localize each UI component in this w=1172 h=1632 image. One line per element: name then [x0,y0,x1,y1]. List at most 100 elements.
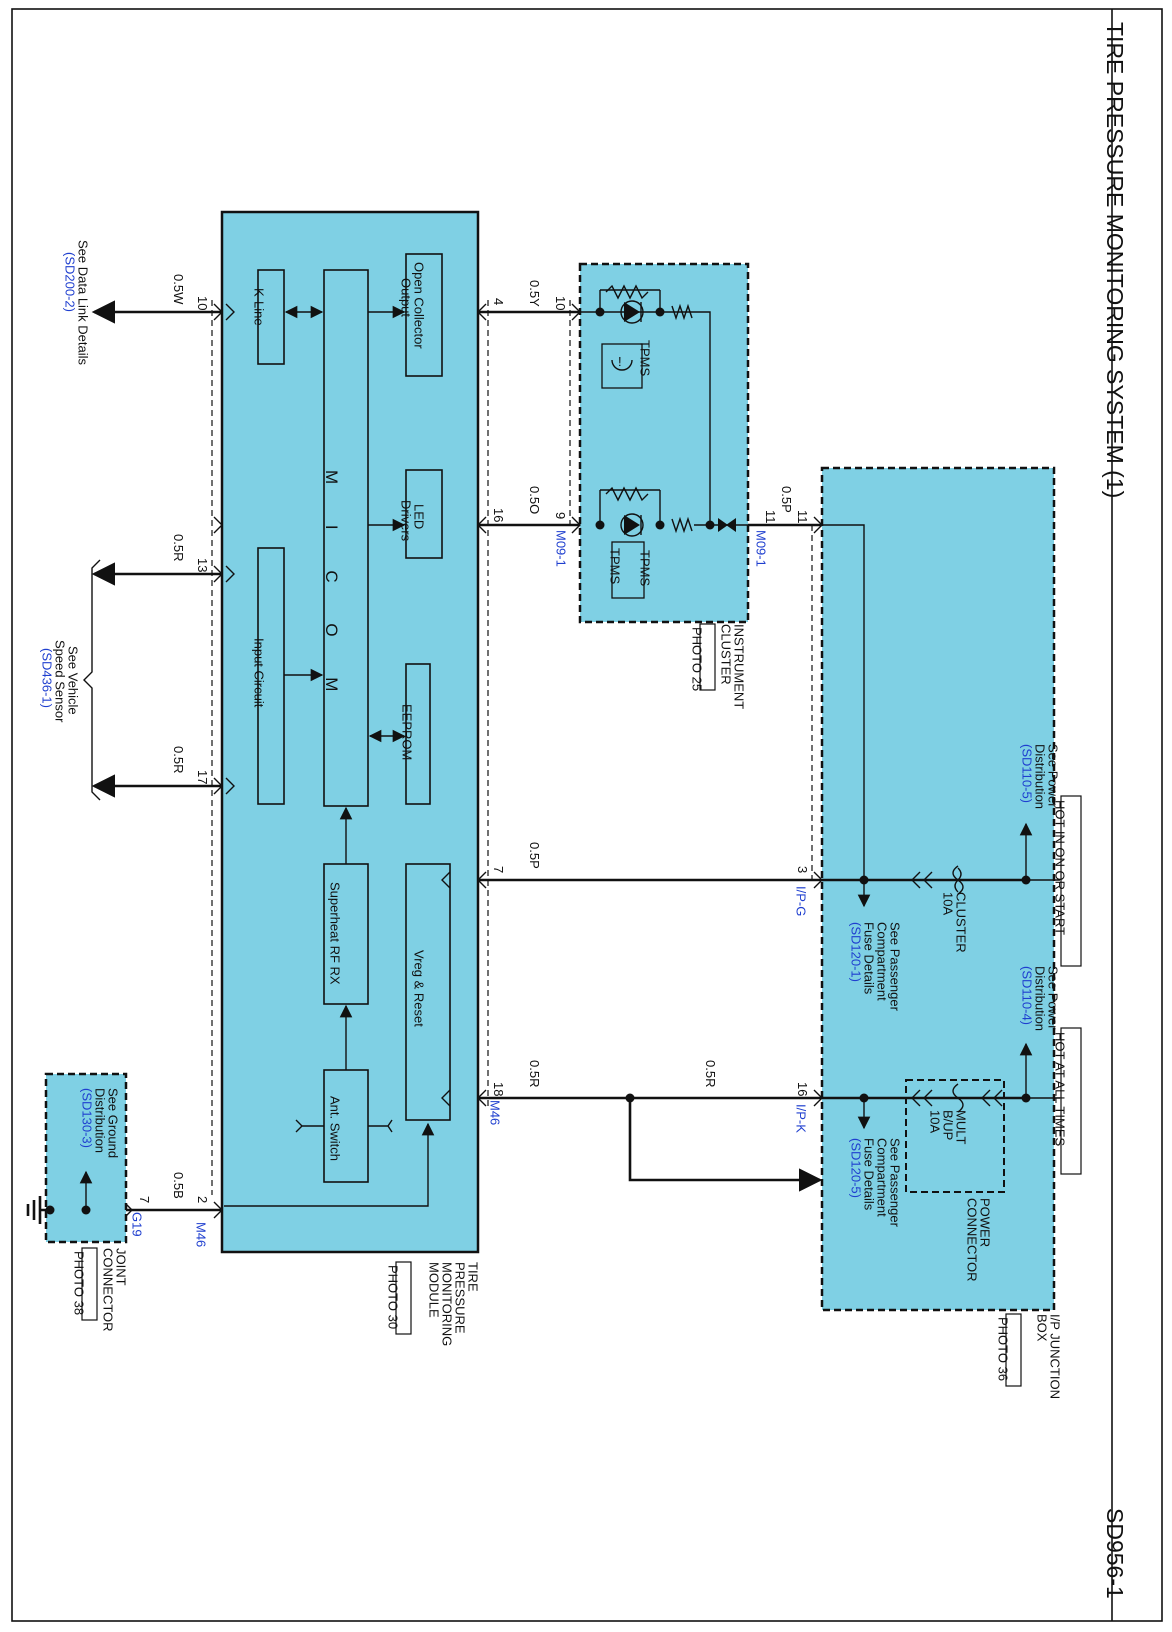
svg-text:See Ground: See Ground [105,1088,120,1158]
svg-text:See Power: See Power [1045,966,1060,1030]
pin-16: 16 [491,508,506,522]
svg-text:MULT: MULT [953,1110,968,1144]
joint-photo-label: PHOTO 38 [71,1251,86,1315]
lamp-1-diode [624,302,640,322]
svg-text:See Passenger: See Passenger [887,922,902,1012]
svg-text:Fuse Details: Fuse Details [861,922,876,995]
conn-m46-b: M46 [193,1222,208,1247]
page-title: TIRE PRESSURE MONITORING SYSTEM (1) [1102,22,1128,498]
svg-text:(SD436-1): (SD436-1) [39,648,54,708]
wire-label-05r-17: 0.5R [171,746,186,773]
junction-box-label: I/P JUNCTION BOX [1034,1314,1062,1399]
ant-right-antenna-icon [368,1119,393,1133]
svg-text:MODULE: MODULE [426,1262,441,1318]
svg-text:INSTRUMENT: INSTRUMENT [731,624,746,709]
lamp-2-resistor [671,516,693,534]
svg-text:(SD130-3): (SD130-3) [79,1088,94,1148]
jb-conn-chevron-k1 [911,1089,933,1107]
conn-ip-k: I/P-K [793,1104,808,1133]
vss-brace [83,559,101,801]
see-pass-fuse-1: See Passenger Compartment Fuse Details (… [848,922,902,1012]
micom-label: M I C O M [322,470,341,709]
cluster-diode-2 [726,518,736,532]
svg-text:TIRE PRESSURE MONITORING SYSTE: TIRE PRESSURE MONITORING SYSTEM (1) [1102,22,1128,498]
hot-ign-label: HOT IN ON OR START [1052,800,1067,935]
conn-ip-g: I/P-G [793,886,808,916]
ant-switch-label: Ant. Switch [327,1096,342,1161]
eeprom-block [405,663,431,805]
jb-conn-chevron-g [911,871,933,889]
superheat-label: Superheat RF RX [327,882,342,985]
svg-text:CONNECTOR: CONNECTOR [100,1248,115,1332]
pin-17: 17 [195,770,210,784]
conn-m46-a: M46 [487,1100,502,1125]
power-connector-label: POWER CONNECTOR [964,1198,992,1282]
lamp-2-wire-top [599,489,661,525]
superheat-block [323,863,369,1005]
wire-label-05r-13: 0.5R [171,534,186,561]
hot-ign-box [1060,795,1082,967]
see-power-dist-1: See Power Distribution (SD110-5) [1019,744,1060,809]
junction-box [820,466,1056,1312]
svg-text:Speed Sensor: Speed Sensor [52,640,67,723]
pin-11-cluster: 11 [763,510,778,524]
svg-text:Compartment: Compartment [874,1138,889,1217]
instrument-cluster-label: INSTRUMENT CLUSTER [718,624,746,709]
svg-text:(SD200-2): (SD200-2) [62,252,77,312]
vreg-label: Vreg & Reset [411,950,426,1027]
chevrons-row-880 [477,871,823,889]
svg-text:CONNECTOR: CONNECTOR [964,1198,979,1282]
see-power-dist-2: See Power Distribution (SD110-4) [1019,966,1060,1031]
wire-branch-jb [628,1098,823,1192]
lamp-1-pot [605,284,649,300]
chevrons-row-525 [213,516,823,534]
conn-g19: G19 [129,1212,144,1237]
pin-4: 4 [491,298,506,305]
jb-wire-11 [822,524,865,880]
svg-text:Distribution: Distribution [1032,966,1047,1031]
see-vss: See Vehicle Speed Sensor (SD436-1) [39,640,80,723]
conn-m09-1-b: M09-1 [753,530,768,567]
svg-text:(SD110-4): (SD110-4) [1019,966,1034,1025]
module-inner-arrows [225,303,235,795]
svg-text:PRESSURE: PRESSURE [452,1262,467,1334]
hot-all-label: HOT AT ALL TIMES [1052,1032,1067,1146]
page-frame [11,8,1163,1622]
tire-pressure-warning-icon [601,343,643,389]
svg-text:B/UP: B/UP [940,1110,955,1140]
tpms-text-icon [611,541,645,599]
svg-text:MONITORING: MONITORING [439,1262,454,1346]
svg-text:See Power: See Power [1045,744,1060,808]
wire-label-05y: 0.5Y [527,280,542,307]
svg-text:TIRE: TIRE [465,1262,480,1292]
power-connector-box [905,1079,1005,1193]
pin-9: 9 [553,512,568,519]
pin-10-cluster: 10 [553,296,568,310]
pin-10-left: 10 [195,296,210,310]
ic-photo-box [699,623,716,691]
fuse-cluster-label: CLUSTER 10A [940,892,968,953]
lamp-2-diode [624,515,640,535]
tpms-text-icon-label: TPMS [607,548,622,584]
jb-photo-box [1005,1313,1022,1387]
joint-connector-label: JOINT CONNECTOR [100,1248,128,1332]
page-code: SD956-1 [1102,1508,1128,1599]
svg-text:See Vehicle: See Vehicle [65,646,80,715]
wire-label-05o: 0.5O [527,486,542,514]
micom-block [323,269,369,807]
tpms-module-label: TIRE PRESSURE MONITORING MODULE [426,1262,480,1346]
svg-text:POWER: POWER [977,1198,992,1247]
lamp-1-label: TPMS [637,340,652,376]
tpms-photo-label: PHOTO 30 [385,1265,400,1329]
pin-13: 13 [195,558,210,572]
ground-icon [26,1196,42,1224]
pin-3: 3 [795,866,810,873]
svg-text:Drivers: Drivers [398,500,413,542]
svg-text:Distribution: Distribution [1032,744,1047,809]
svg-text:(SD120-1): (SD120-1) [848,922,863,982]
see-data-link: See Data Link Details (SD200-2) [62,240,90,366]
svg-text:JOINT: JOINT [113,1248,128,1286]
eeprom-label: EEPROM [399,704,414,760]
svg-text:Fuse Details: Fuse Details [861,1138,876,1211]
pin-16-jb: 16 [795,1082,810,1096]
